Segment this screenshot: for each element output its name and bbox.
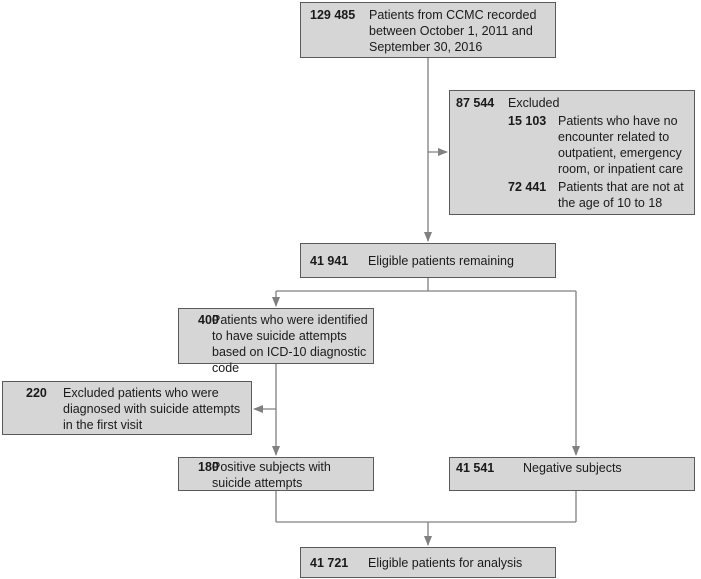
excluded-sub1-text: Patients who have no encounter related t… [558, 114, 684, 176]
analysis-count: 41 721 [310, 556, 349, 570]
box-eligible-remaining: 41 941 Eligible patients remaining [300, 243, 556, 278]
identified-count: 400 [198, 313, 219, 327]
start-count: 129 485 [310, 8, 356, 22]
excluded-sub2-count: 72 441 [508, 180, 547, 194]
eligible-count: 41 941 [310, 254, 349, 268]
box-firstvisit-excluded: 220 Excluded patients who were diagnosed… [2, 381, 252, 435]
eligible-text: Eligible patients remaining [368, 254, 514, 268]
box-start-patients: 129 485 Patients from CCMC recorded betw… [300, 2, 556, 58]
excluded-sub2-text: Patients that are not at the age of 10 t… [558, 180, 684, 210]
box-positive-subjects: 180 Positive subjects with suicide attem… [178, 457, 374, 491]
box-excluded: 87 544 Excluded 15 103 Patients who have… [449, 90, 695, 215]
start-text: Patients from CCMC recorded between Octo… [369, 8, 537, 54]
box-negative-subjects: 41 541 Negative subjects [449, 457, 695, 491]
excluded-count: 87 544 [456, 96, 495, 110]
excluded-label: Excluded [508, 96, 560, 110]
positive-text: Positive subjects with suicide attempts [212, 460, 331, 490]
box-analysis: 41 721 Eligible patients for analysis [300, 547, 556, 578]
negative-text: Negative subjects [523, 461, 622, 475]
analysis-text: Eligible patients for analysis [368, 556, 523, 570]
identified-text: Patients who were identified to have sui… [212, 313, 368, 375]
box-identified: 400 Patients who were identified to have… [178, 308, 374, 375]
firstvisit-text: Excluded patients who were diagnosed wit… [63, 386, 241, 432]
firstvisit-count: 220 [26, 386, 47, 400]
positive-count: 180 [198, 460, 219, 474]
excluded-sub1-count: 15 103 [508, 114, 547, 128]
negative-count: 41 541 [456, 461, 495, 475]
